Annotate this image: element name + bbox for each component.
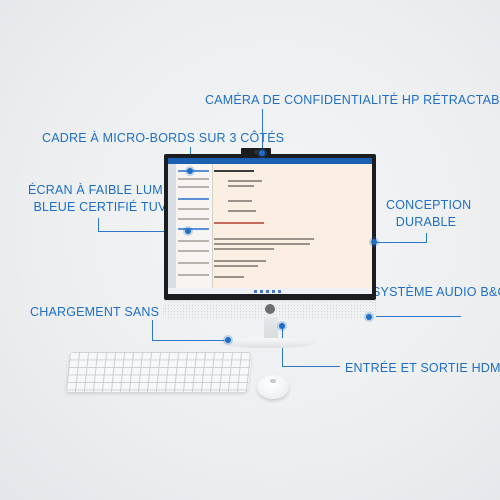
callout-dot-audio	[366, 314, 372, 320]
taskbar-icon	[278, 289, 281, 293]
callout-line-charging	[152, 320, 153, 340]
callout-line-audio-h	[369, 316, 461, 317]
mouse-wheel	[270, 379, 276, 383]
callout-line-hdmi-h	[282, 366, 340, 367]
text-line	[228, 185, 254, 187]
text-line	[214, 260, 266, 262]
window-titlebar	[168, 158, 372, 164]
callout-dot-screen	[185, 228, 191, 234]
callout-dot-camera	[259, 150, 265, 156]
list-item	[178, 228, 209, 230]
label-privacy-camera: CAMÉRA DE CONFIDENTIALITÉ HP RÉTRACTABLE	[205, 93, 500, 107]
label-design-line1: CONCEPTION	[386, 198, 472, 212]
text-line	[214, 238, 314, 240]
callout-dot-hdmi	[279, 323, 285, 329]
app-sidebar	[168, 164, 176, 288]
text-line	[214, 248, 274, 250]
text-line	[228, 180, 262, 182]
webcam-icon	[241, 148, 271, 156]
text-line	[228, 210, 256, 212]
label-durable-design: CONCEPTION DURABLE	[386, 197, 472, 231]
text-line	[214, 265, 258, 267]
text-line	[214, 276, 244, 278]
list-item	[178, 262, 209, 264]
monitor-stand-neck	[264, 318, 278, 344]
list-item	[178, 240, 209, 242]
label-screen-line1: ÉCRAN À FAIBLE LUMIÈRE	[28, 183, 193, 197]
wireless-charging-base	[220, 338, 316, 348]
label-design-line2: DURABLE	[395, 215, 457, 229]
mail-list	[176, 164, 213, 288]
callout-dot-charging	[225, 337, 231, 343]
callout-line-design	[426, 233, 427, 243]
label-screen-line2: BLEUE CERTIFIÉ TUV	[33, 200, 167, 214]
hp-logo-icon	[265, 304, 275, 314]
text-line	[214, 222, 264, 224]
callout-dot-design	[371, 239, 377, 245]
callout-line-charging-h	[152, 340, 228, 341]
label-audio-system: SYSTÈME AUDIO B&O	[372, 285, 500, 299]
label-wireless-charging: CHARGEMENT SANS FIL	[30, 305, 182, 319]
taskbar-icon	[260, 289, 263, 293]
text-line	[214, 170, 254, 172]
list-item	[178, 198, 209, 200]
list-item	[178, 208, 209, 210]
list-item	[178, 250, 209, 252]
taskbar-icon	[272, 289, 275, 293]
label-low-blue-light-screen: ÉCRAN À FAIBLE LUMIÈRE BLEUE CERTIFIÉ TU…	[28, 182, 193, 216]
list-item	[178, 274, 209, 276]
list-item	[178, 218, 209, 220]
callout-line-design-h	[374, 242, 427, 243]
keyboard	[65, 352, 253, 392]
label-hdmi: ENTRÉE ET SORTIE HDMI	[345, 361, 500, 375]
callout-line-screen-h	[98, 231, 188, 232]
text-line	[228, 200, 252, 202]
list-item	[178, 178, 209, 180]
callout-line-screen	[98, 218, 99, 232]
reading-pane	[214, 168, 364, 286]
list-item	[178, 186, 209, 188]
callout-dot-bezel	[187, 168, 193, 174]
label-micro-edge-bezel: CADRE À MICRO-BORDS SUR 3 CÔTÉS	[42, 131, 285, 145]
monitor-screen	[168, 158, 372, 294]
callout-line-camera	[262, 109, 263, 154]
text-line	[214, 243, 310, 245]
taskbar	[168, 288, 372, 294]
taskbar-icon	[254, 289, 257, 293]
taskbar-icon	[266, 289, 269, 293]
camera-lens	[254, 150, 258, 154]
list-item	[178, 170, 209, 172]
all-in-one-monitor	[164, 148, 376, 319]
